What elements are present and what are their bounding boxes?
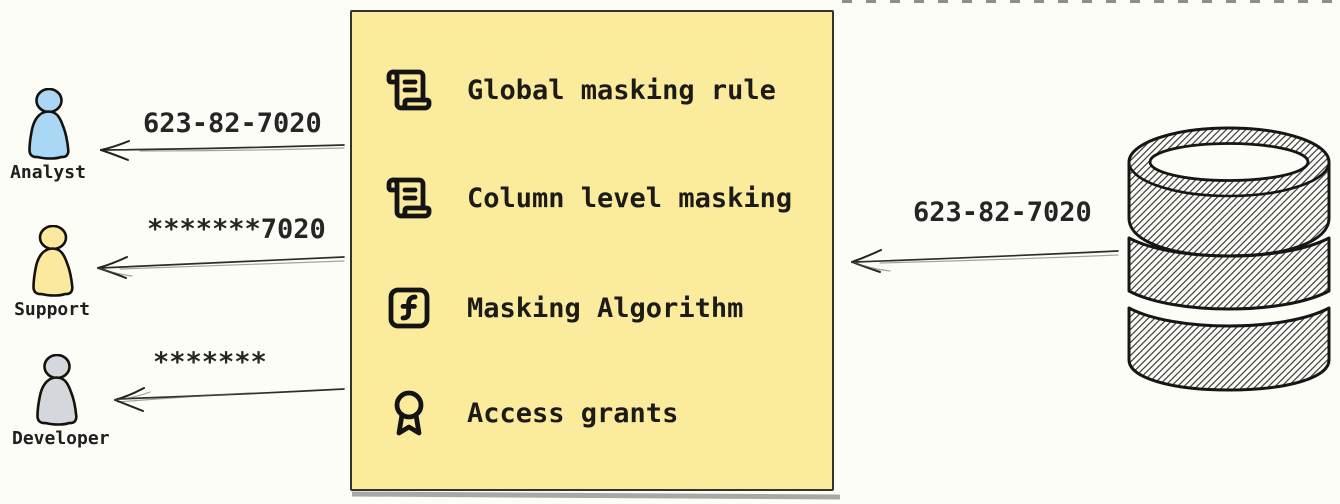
function-icon bbox=[385, 284, 433, 332]
user-support: Support bbox=[8, 225, 96, 320]
person-icon bbox=[32, 225, 74, 297]
user-developer: Developer bbox=[12, 354, 110, 449]
masking-rule-item: Column level masking bbox=[385, 173, 792, 223]
source-value: 623-82-7020 bbox=[913, 197, 1092, 228]
user-label: Developer bbox=[12, 428, 110, 449]
user-analyst: Analyst bbox=[4, 88, 92, 183]
user-label: Analyst bbox=[10, 162, 86, 183]
masking-rule-item: Global masking rule bbox=[385, 65, 776, 115]
scroll-icon bbox=[385, 174, 433, 222]
masking-rule-item: Masking Algorithm bbox=[385, 283, 743, 333]
masked-value-support: *******7020 bbox=[147, 214, 326, 245]
cropped-dashed-border bbox=[842, 0, 1340, 3]
arrow-to-support bbox=[97, 256, 345, 279]
person-icon bbox=[36, 354, 78, 426]
arrow-to-analyst bbox=[100, 140, 345, 161]
user-label: Support bbox=[14, 299, 90, 320]
arrow-to-developer bbox=[114, 387, 345, 412]
award-icon bbox=[385, 389, 433, 437]
scroll-icon bbox=[385, 66, 433, 114]
database-icon bbox=[1127, 126, 1331, 392]
person-icon bbox=[28, 88, 70, 160]
masking-rule-label: Masking Algorithm bbox=[467, 292, 744, 324]
masking-rules-box: Global masking rule Column level masking… bbox=[350, 10, 834, 491]
masking-rule-label: Access grants bbox=[467, 397, 679, 429]
arrow-from-database bbox=[851, 249, 1119, 273]
masking-rule-item: Access grants bbox=[385, 388, 678, 438]
masking-rule-label: Global masking rule bbox=[467, 74, 776, 106]
masking-rule-label: Column level masking bbox=[467, 182, 793, 214]
masked-value-analyst: 623-82-7020 bbox=[143, 108, 322, 139]
masked-value-developer: ******* bbox=[153, 347, 267, 378]
